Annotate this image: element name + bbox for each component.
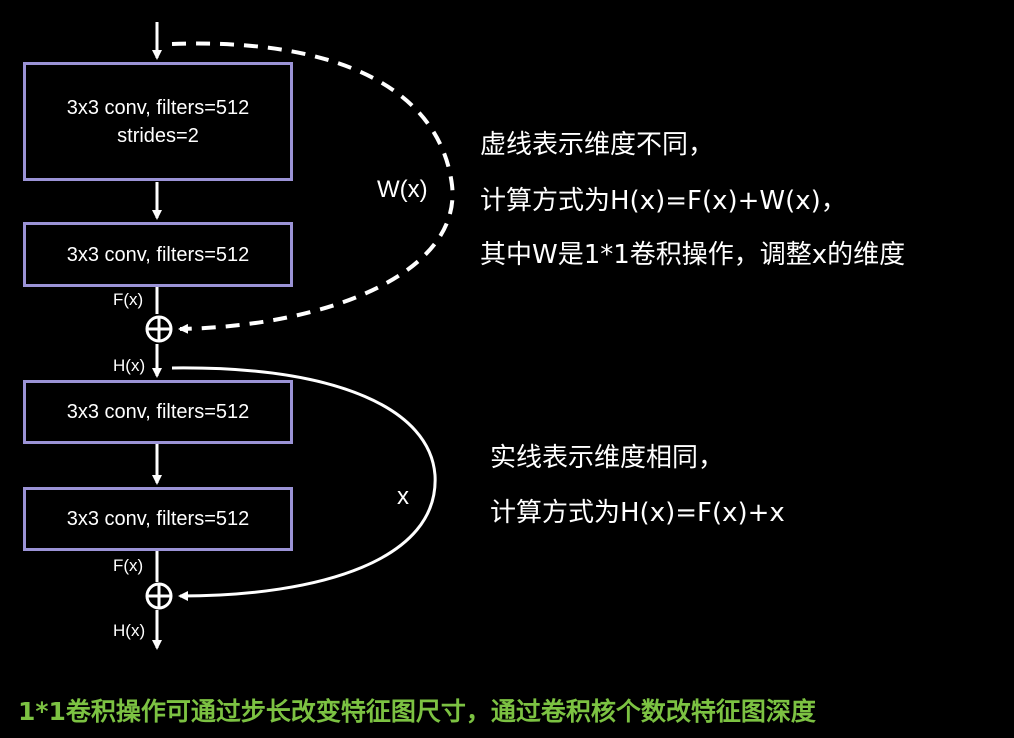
conv-block-1: 3x3 conv, filters=512 strides=2	[23, 62, 293, 181]
add-node-2	[145, 582, 173, 610]
conv-block-4: 3x3 conv, filters=512	[23, 487, 293, 551]
solid-note-line1: 实线表示维度相同，	[490, 443, 725, 473]
x-label: x	[397, 483, 409, 510]
add-node-1	[145, 315, 173, 343]
dashed-note-line1: 虚线表示维度不同，	[480, 130, 715, 160]
hx-label-1: H(x)	[113, 356, 146, 375]
conv-block-1-line1: 3x3 conv, filters=512	[66, 96, 250, 119]
conv-block-2-line1: 3x3 conv, filters=512	[66, 243, 250, 266]
solid-shortcut	[171, 366, 437, 601]
conv-block-1-line2: strides=2	[117, 124, 199, 147]
dashed-shortcut	[171, 41, 455, 334]
dashed-note-line2: 计算方式为H(x)=F(x)+W(x)，	[480, 186, 847, 216]
fx-label-1: F(x)	[113, 290, 144, 309]
conv-block-4-line1: 3x3 conv, filters=512	[66, 508, 250, 530]
wx-label: W(x)	[377, 176, 428, 203]
solid-note-line2: 计算方式为H(x)=F(x)+x	[490, 498, 785, 528]
hx-label-2: H(x)	[113, 621, 146, 640]
dashed-note-line3: 其中W是1*1卷积操作，调整x的维度	[480, 240, 906, 270]
conv-block-3: 3x3 conv, filters=512	[23, 380, 293, 444]
conv-block-3-line1: 3x3 conv, filters=512	[66, 401, 250, 423]
footer-caption: 1*1卷积操作可通过步长改变特征图尺寸，通过卷积核个数改特征图深度	[18, 697, 816, 726]
fx-label-2: F(x)	[113, 556, 144, 575]
conv-block-2: 3x3 conv, filters=512	[23, 222, 293, 287]
